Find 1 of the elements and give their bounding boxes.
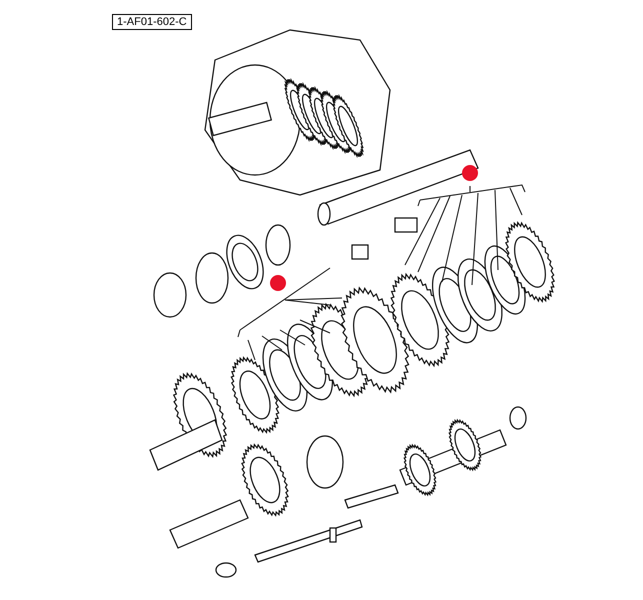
part-number-box: 1-AF01-602-C (112, 14, 192, 30)
